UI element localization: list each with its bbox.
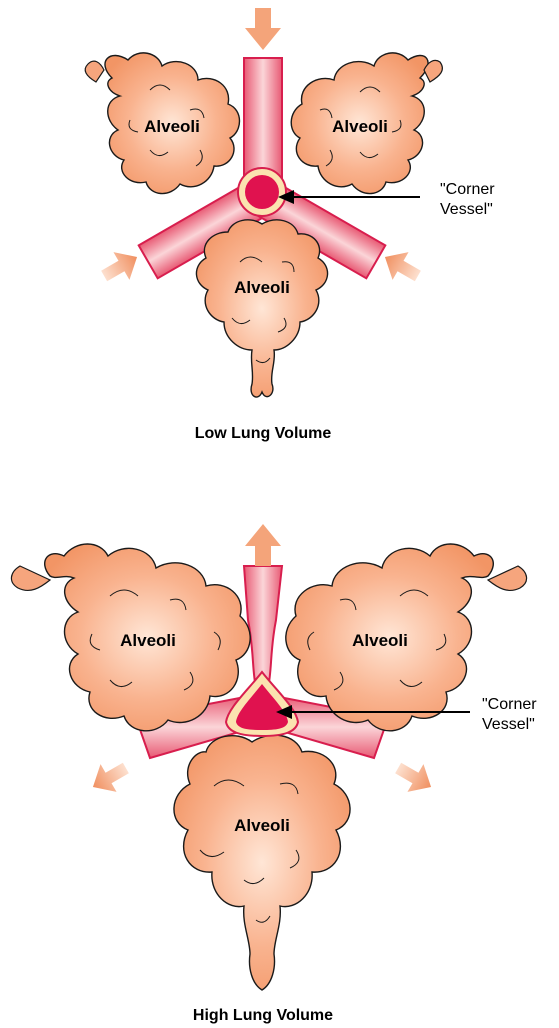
alveoli-label: Alveoli: [332, 117, 388, 136]
alveolus-top-right: Alveoli: [291, 53, 442, 194]
arrow-inward-right: [377, 243, 426, 290]
alveolus-top-left: Alveoli: [85, 53, 239, 194]
callout-line-2: Vessel": [482, 716, 535, 733]
alveoli-label: Alveoli: [144, 117, 200, 136]
septum-vertical: [244, 566, 282, 688]
panel-high-volume: Alveoli Alveoli Alveoli "Corner Vessel": [11, 524, 537, 1024]
alveolus-bottom: Alveoli: [196, 220, 327, 397]
alveoli-label: Alveoli: [352, 631, 408, 650]
arrow-inward-left: [96, 243, 145, 290]
arrow-outward-right: [390, 754, 439, 801]
callout-line-2: Vessel": [440, 201, 493, 218]
alveoli-label: Alveoli: [120, 631, 176, 650]
panel-low-volume: Alveoli Alveoli Alveoli "Corner Vessel": [85, 8, 495, 442]
arrow-inward-top: [245, 8, 281, 50]
corner-vessel: [238, 168, 286, 216]
callout-line-1: "Corner: [482, 696, 537, 713]
arrow-outward-left: [85, 754, 134, 801]
alveoli-label: Alveoli: [234, 816, 290, 835]
caption-high-volume: High Lung Volume: [193, 1007, 333, 1024]
arrow-outward-top: [245, 524, 281, 566]
alveolus-bottom: Alveoli: [174, 735, 350, 990]
alveoli-label: Alveoli: [234, 278, 290, 297]
caption-low-volume: Low Lung Volume: [195, 425, 332, 442]
callout-line-1: "Corner: [440, 181, 495, 198]
